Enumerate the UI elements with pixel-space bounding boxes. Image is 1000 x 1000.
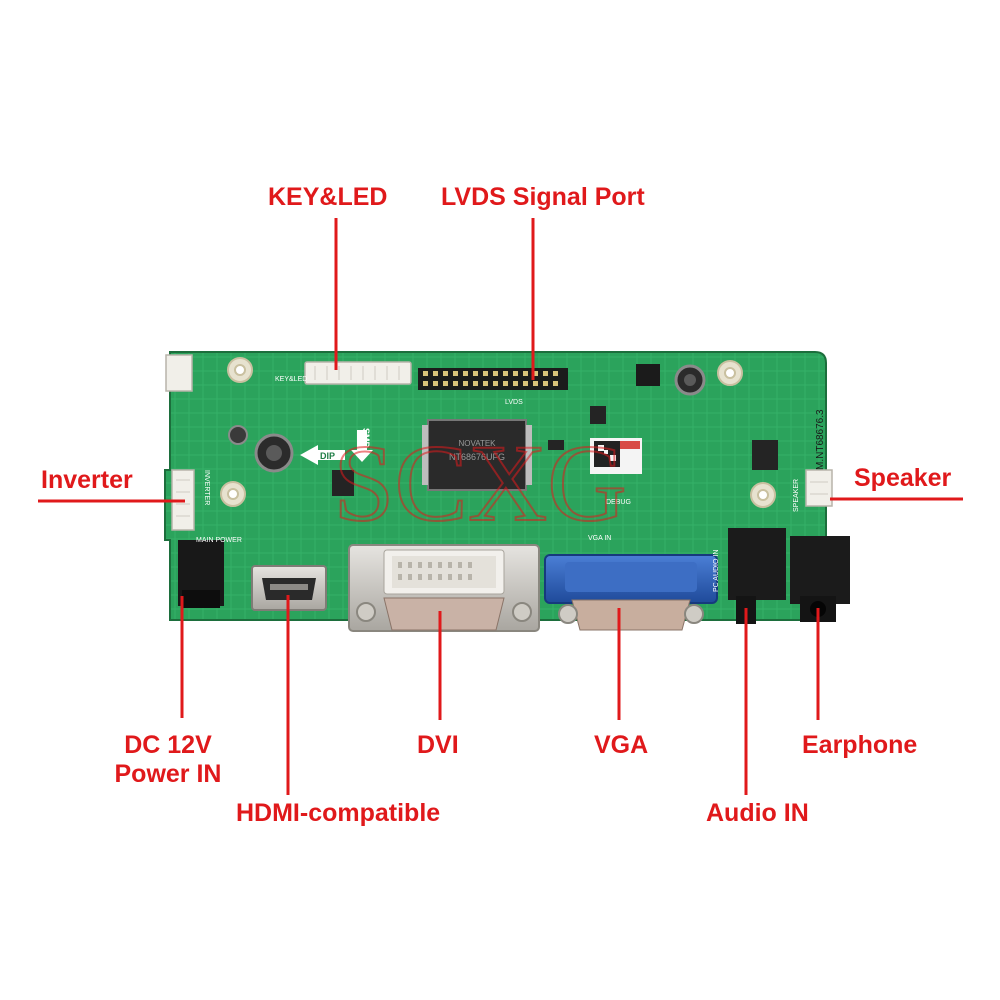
qr-sticker — [590, 438, 642, 474]
silk-dip: DIP — [320, 451, 335, 461]
silk-inverter: INVERTER — [203, 470, 210, 505]
silk-vga-in: VGA IN — [588, 535, 611, 542]
dc-jack — [178, 540, 224, 608]
silk-key-led: KEY&LED — [275, 376, 307, 383]
chip-brand: NOVATEK — [458, 439, 496, 448]
silk-main-power: MAIN POWER — [196, 537, 242, 544]
label-dc-line1: DC 12V — [124, 731, 212, 759]
silk-lvds: LVDS — [505, 399, 523, 406]
speaker-connector — [805, 469, 833, 507]
board-model: M.NT68676.3 — [815, 409, 826, 470]
silk-smd: SMD — [361, 428, 371, 449]
hdmi-port — [251, 565, 327, 611]
watermark: SCXG — [333, 422, 626, 544]
label-key-led: KEY&LED — [268, 183, 388, 211]
silk-speaker: SPEAKER — [793, 479, 800, 512]
label-dc-power: DC 12V Power IN — [98, 731, 238, 789]
top-left-connector — [165, 354, 193, 392]
small-ics — [332, 406, 778, 496]
label-dvi: DVI — [417, 731, 459, 759]
mounting-holes — [220, 357, 776, 508]
label-vga: VGA — [594, 731, 649, 759]
silk-debug: DEBUG — [606, 499, 631, 506]
label-audio-in: Audio IN — [706, 799, 809, 827]
capacitors — [228, 364, 706, 473]
label-inverter: Inverter — [41, 466, 133, 494]
scaler-chip: NOVATEK NT68676UFG — [422, 419, 532, 491]
vga-port — [544, 554, 718, 631]
label-earphone: Earphone — [802, 731, 918, 759]
power-select-header — [636, 364, 660, 386]
key-led-connector — [304, 361, 412, 385]
label-hdmi: HDMI-compatible — [236, 799, 441, 827]
dip-smd-arrows — [300, 430, 373, 465]
label-dc-line2: Power IN — [114, 760, 222, 788]
leader-lines — [38, 218, 963, 795]
earphone-jack — [790, 536, 850, 622]
label-lvds: LVDS Signal Port — [441, 183, 645, 211]
dvi-port — [348, 544, 540, 632]
silk-pc-audio: PC AUDIO IN — [713, 550, 720, 592]
label-speaker: Speaker — [854, 464, 952, 492]
lvds-header — [418, 368, 568, 390]
chip-part: NT68676UFG — [449, 452, 505, 462]
